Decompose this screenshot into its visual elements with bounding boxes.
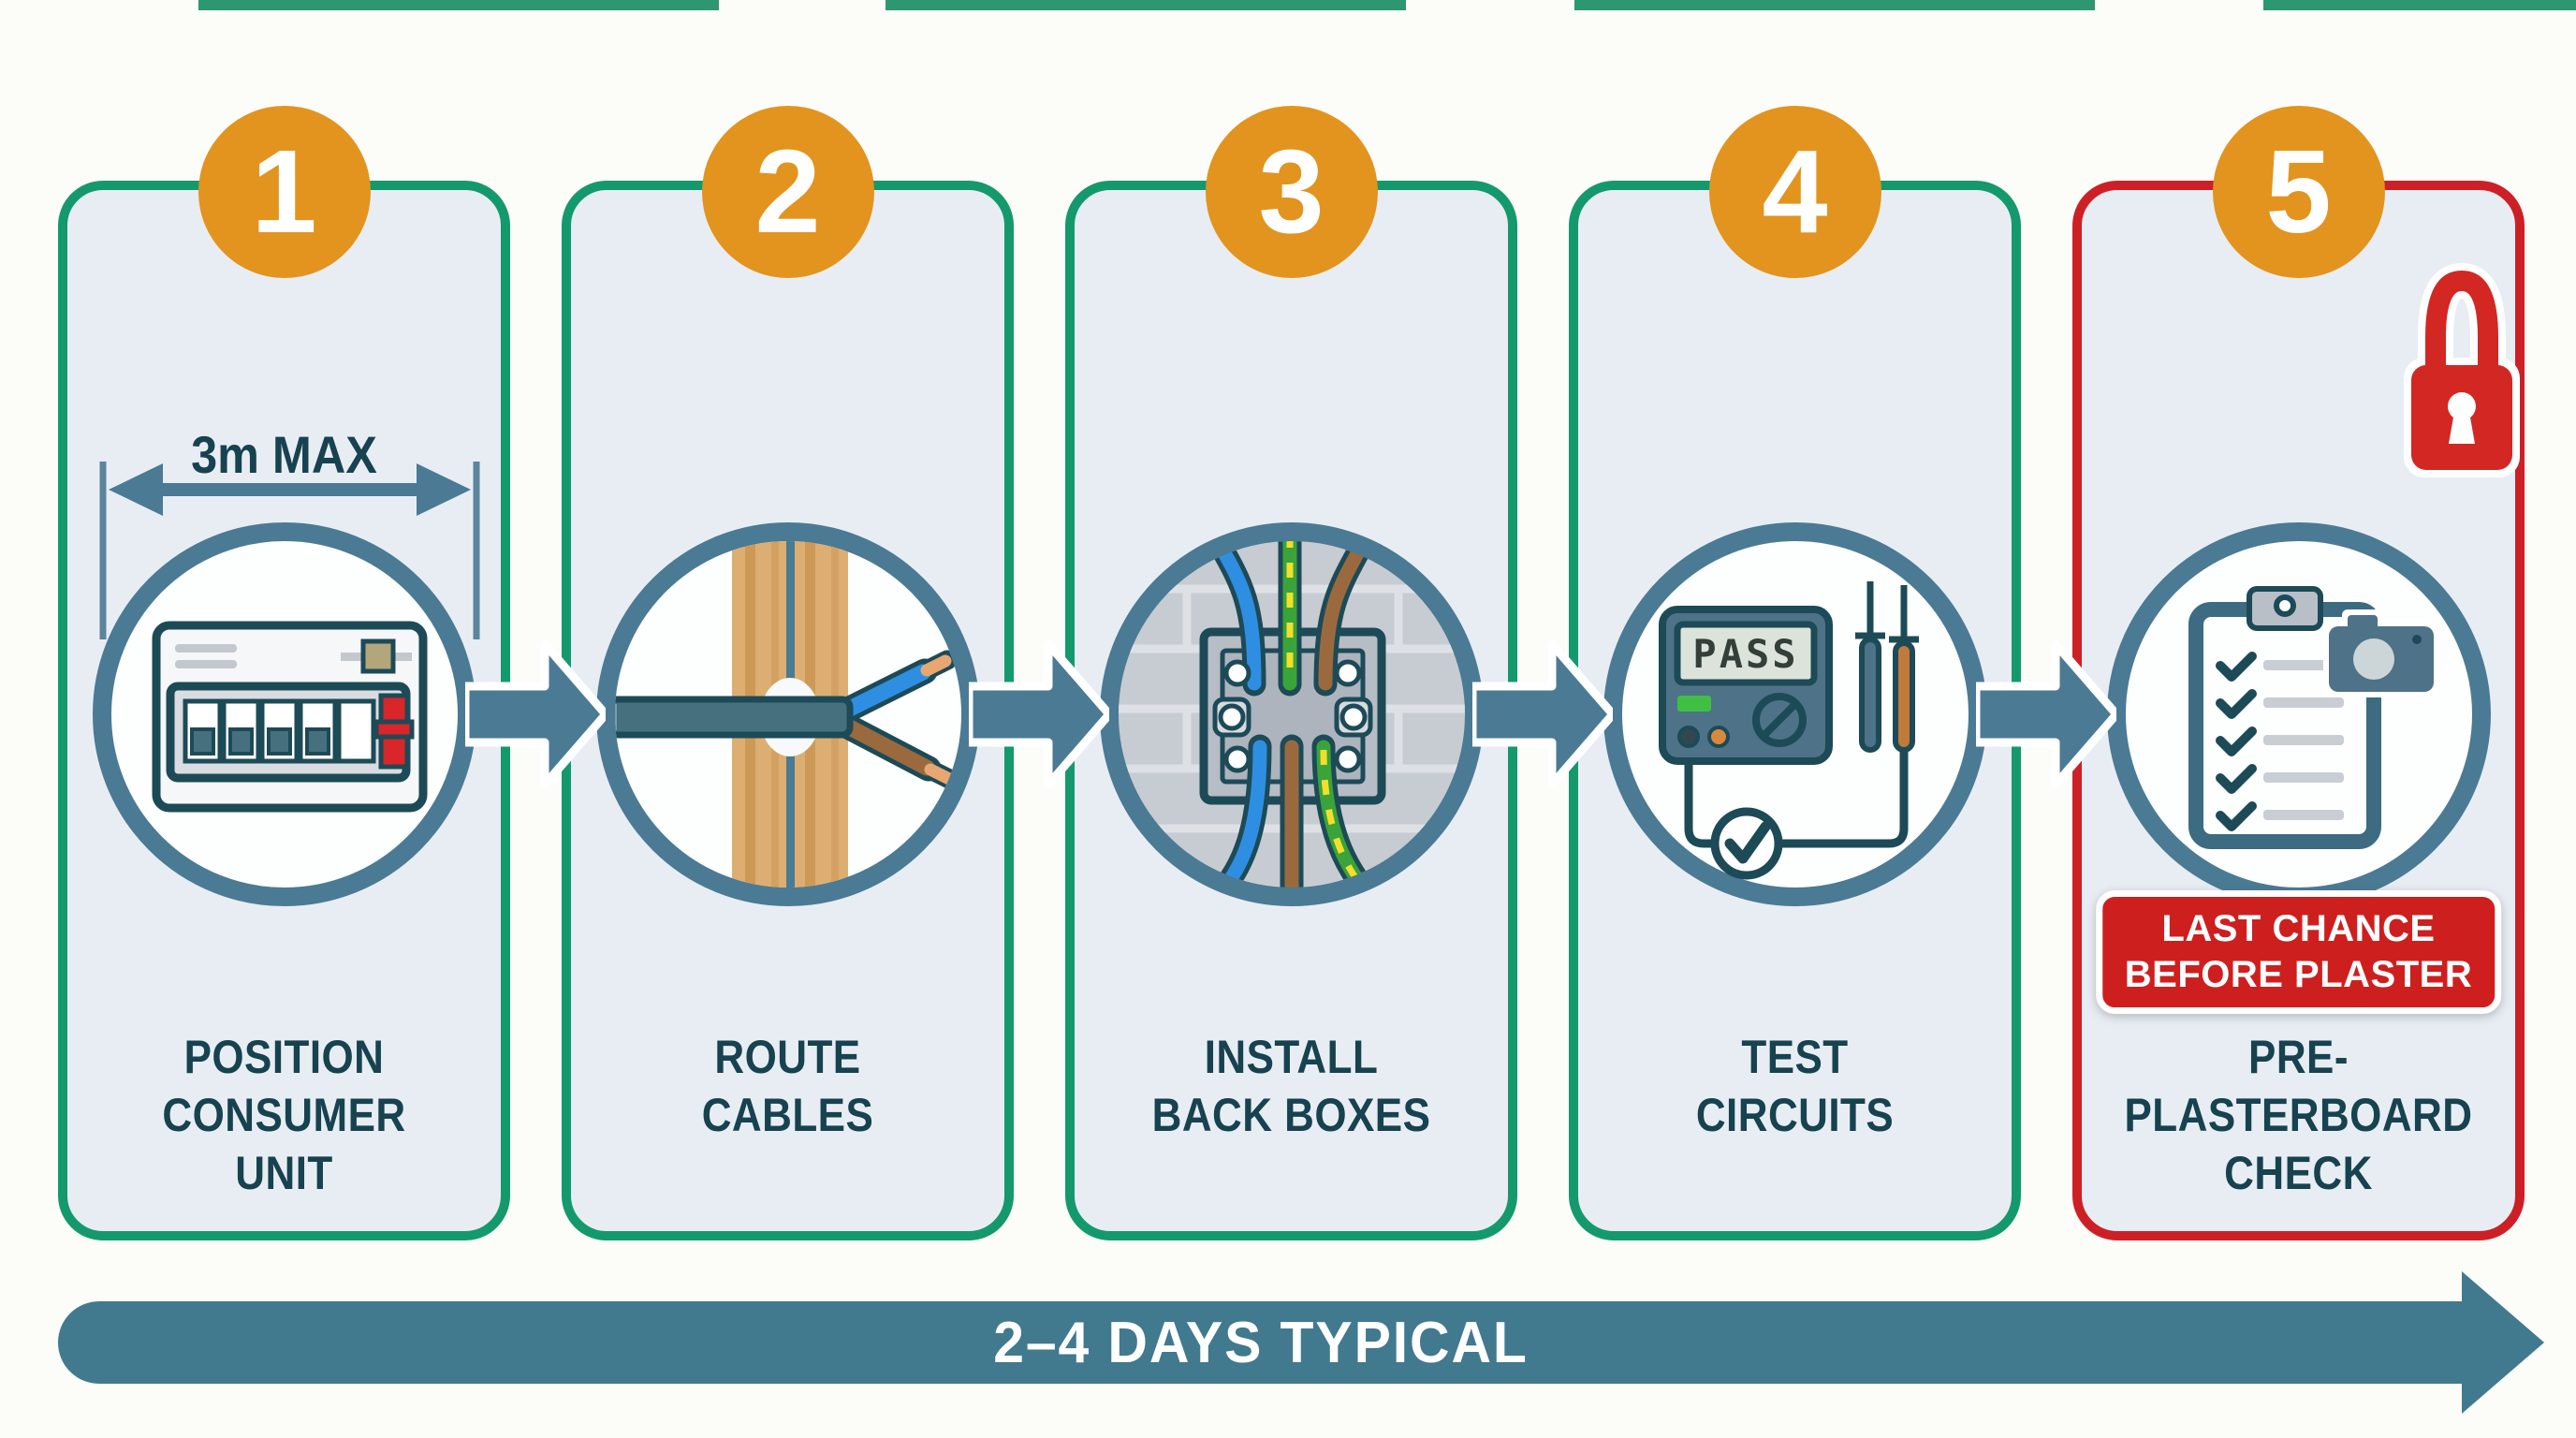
meter-display: PASS: [1692, 631, 1798, 677]
step-panel-position-consumer-unit: 1 3m MAX: [58, 106, 510, 1240]
next-step-arrow-icon: [1976, 639, 2116, 789]
lock-icon: [2404, 262, 2520, 477]
checklist-camera-icon: [2106, 522, 2491, 906]
dimension-arrow: [99, 462, 480, 639]
top-crop-strip: [886, 0, 1406, 10]
step-panel-route-cables: 2: [562, 106, 1014, 1240]
last-chance-badge: LAST CHANCE BEFORE PLASTER: [2095, 890, 2502, 1014]
top-crop-strip: [198, 0, 719, 10]
next-step-arrow-icon: [969, 639, 1109, 789]
back-box-icon: [1099, 522, 1484, 906]
step-title: POSITION CONSUMER UNIT: [162, 1031, 406, 1199]
top-crop-strip: [2263, 0, 2576, 10]
step-number-badge: 4: [1708, 106, 1881, 278]
step-number-badge: 2: [701, 106, 874, 278]
check-circle-icon: [1710, 807, 1782, 880]
multimeter-icon: PASS: [1603, 522, 1987, 906]
next-step-arrow-icon: [465, 639, 606, 789]
step-number-badge: 1: [198, 106, 371, 278]
step-title: TEST CIRCUITS: [1695, 1031, 1895, 1141]
consumer-unit-icon: [92, 522, 476, 906]
step-number-badge: 5: [2212, 106, 2385, 278]
next-step-arrow-icon: [1472, 639, 1613, 789]
timeline-label: 2–4 DAYS TYPICAL: [993, 1310, 1529, 1375]
step-panel-install-back-boxes: 3: [1065, 106, 1517, 1240]
step-number-badge: 3: [1205, 106, 1378, 278]
step-title: PRE- PLASTERBOARD CHECK: [2124, 1031, 2473, 1199]
camera-icon: [2322, 609, 2439, 697]
timeline-arrow: [58, 1301, 2464, 1384]
step-title: INSTALL BACK BOXES: [1151, 1031, 1431, 1141]
timeline-arrowhead: [2462, 1271, 2544, 1414]
cable-through-stud-icon: [595, 522, 980, 906]
step-title: ROUTE CABLES: [701, 1031, 874, 1141]
dimension-label: 3m MAX: [191, 425, 377, 484]
step-panel-test-circuits: 4 PASS: [1569, 106, 2021, 1240]
top-crop-strip: [1574, 0, 2095, 10]
